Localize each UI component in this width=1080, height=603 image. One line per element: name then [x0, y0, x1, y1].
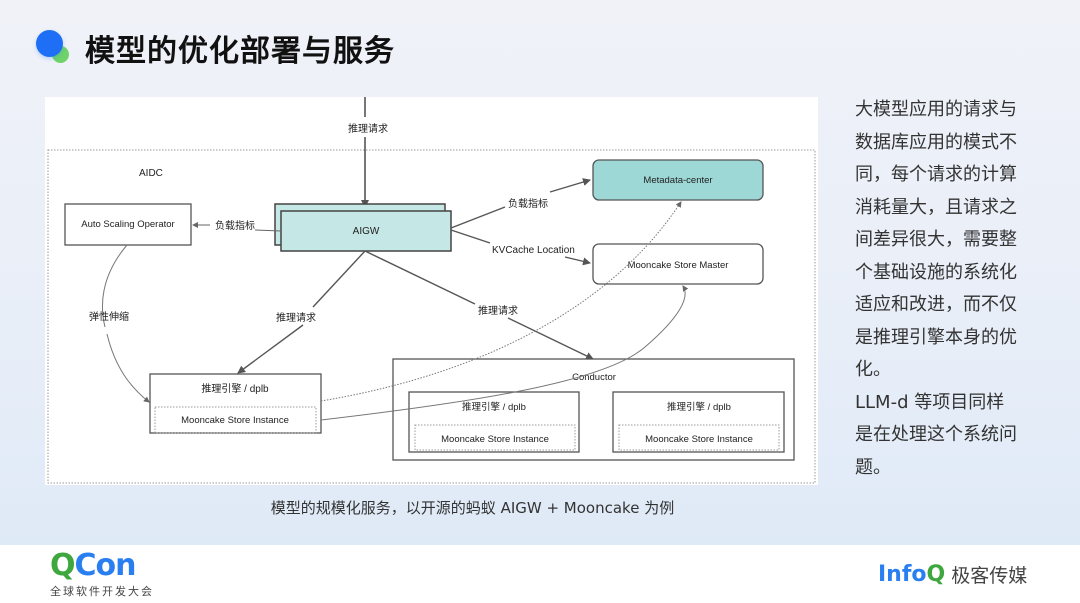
side-line: 消耗量大，且请求之 [855, 196, 1017, 218]
edge-instance-master [320, 285, 689, 421]
engine-mid-label: 推理引擎 / dplb [462, 401, 526, 413]
slide-title: 模型的优化部署与服务 [85, 34, 395, 69]
engine-right-label: 推理引擎 / dplb [667, 401, 731, 413]
qcon-con: Con [74, 548, 137, 583]
metadata-center-box [592, 159, 764, 201]
diagram-canvas: AIDC 推理请求 AIGW Auto Scaling Operator 负载指… [47, 97, 816, 484]
aigw-box [280, 210, 452, 252]
qcon-q: Q [50, 548, 75, 583]
side-line: 同，每个请求的计算 [855, 164, 1017, 185]
infoq-logo: InfoQ 极客传媒 [878, 561, 1027, 588]
engine-right-box [612, 391, 785, 453]
edge-aigw-engine-left-head [237, 324, 304, 374]
side-line: 化。 [855, 359, 891, 380]
label-elastic-scaling: 弹性伸缩 [89, 310, 129, 323]
edge-aigw-autoscaling [254, 229, 282, 232]
label-aigw-autoscaling: 负载指标 [215, 219, 255, 232]
conductor-label: Conductor [572, 372, 616, 383]
engine-mid-box [408, 391, 580, 453]
engine-left-instance-label: Mooncake Store Instance [181, 415, 289, 426]
qcon-logo: QCon 全球软件开发大会 [50, 550, 154, 599]
mooncake-master-box [592, 243, 764, 285]
infoq-q: Q [926, 562, 946, 587]
side-explanation: 大模型应用的请求与 数据库应用的模式不 同，每个请求的计算 消耗量大，且请求之 … [855, 94, 1035, 484]
engine-right-instance-box [618, 424, 780, 451]
qcon-subtitle: 全球软件开发大会 [50, 585, 154, 598]
side-line: 适应和改进，而不仅 [855, 294, 1017, 315]
label-incoming-request: 推理请求 [348, 122, 388, 135]
edge-aigw-metadata [450, 206, 506, 229]
auto-scaling-operator-label: Auto Scaling Operator [81, 219, 174, 230]
mooncake-master-label: Mooncake Store Master [628, 260, 729, 271]
edge-aigw-engine-left [312, 250, 366, 308]
engine-mid-instance-box [414, 424, 576, 451]
side-line: 个基础设施的系统化 [855, 261, 1017, 283]
engine-right-instance-label: Mooncake Store Instance [645, 434, 753, 445]
engine-left-box [149, 373, 322, 434]
label-aigw-metadata: 负载指标 [508, 197, 548, 210]
edge-aigw-master [450, 229, 491, 244]
side-line: 题。 [855, 456, 891, 478]
footer-bar [0, 545, 1080, 603]
edge-engine-metadata-dotted [320, 201, 682, 402]
side-line: 是在处理这个系统问 [855, 424, 1017, 445]
auto-scaling-operator-box [64, 203, 192, 246]
edge-aigw-conductor-head [507, 317, 594, 360]
engine-left-instance-box [154, 406, 317, 434]
edge-aigw-metadata-head [549, 178, 591, 193]
label-aigw-engine-left: 推理请求 [276, 311, 316, 324]
infoq-chinese-name: 极客传媒 [951, 565, 1028, 587]
side-line: 间差异很大，需要整 [855, 229, 1017, 250]
label-aigw-conductor: 推理请求 [478, 304, 518, 317]
edge-elastic-scaling-lower [106, 333, 150, 403]
title-bullet-blue-icon [36, 30, 63, 57]
architecture-diagram: AIDC 推理请求 AIGW Auto Scaling Operator 负载指… [45, 97, 818, 485]
metadata-center-label: Metadata-center [643, 175, 712, 186]
diagram-caption-text: 模型的规模化服务，以开源的蚂蚁 AIGW + Mooncake 为例 [270, 499, 675, 517]
engine-left-label: 推理引擎 / dplb [201, 382, 269, 395]
edge-aigw-conductor [364, 250, 476, 305]
infoq-info: Info [878, 562, 927, 587]
aidc-label: AIDC [139, 168, 163, 179]
diagram-caption: 模型的规模化服务，以开源的蚂蚁 AIGW + Mooncake 为例 [45, 497, 818, 518]
aidc-region [47, 149, 816, 484]
side-line: 是推理引擎本身的优 [855, 326, 1017, 348]
engine-mid-instance-label: Mooncake Store Instance [441, 434, 549, 445]
side-line: 大模型应用的请求与 [855, 99, 1017, 120]
infoq-wordmark: InfoQ [878, 562, 945, 587]
side-line: LLM-d 等项目同样 [855, 391, 1005, 413]
edge-aigw-master-head [564, 256, 591, 266]
qcon-wordmark: QCon [50, 550, 154, 582]
label-aigw-master: KVCache Location [492, 245, 575, 256]
edge-elastic-scaling [101, 244, 128, 328]
side-line: 数据库应用的模式不 [855, 131, 1017, 153]
aigw-label: AIGW [353, 226, 380, 237]
